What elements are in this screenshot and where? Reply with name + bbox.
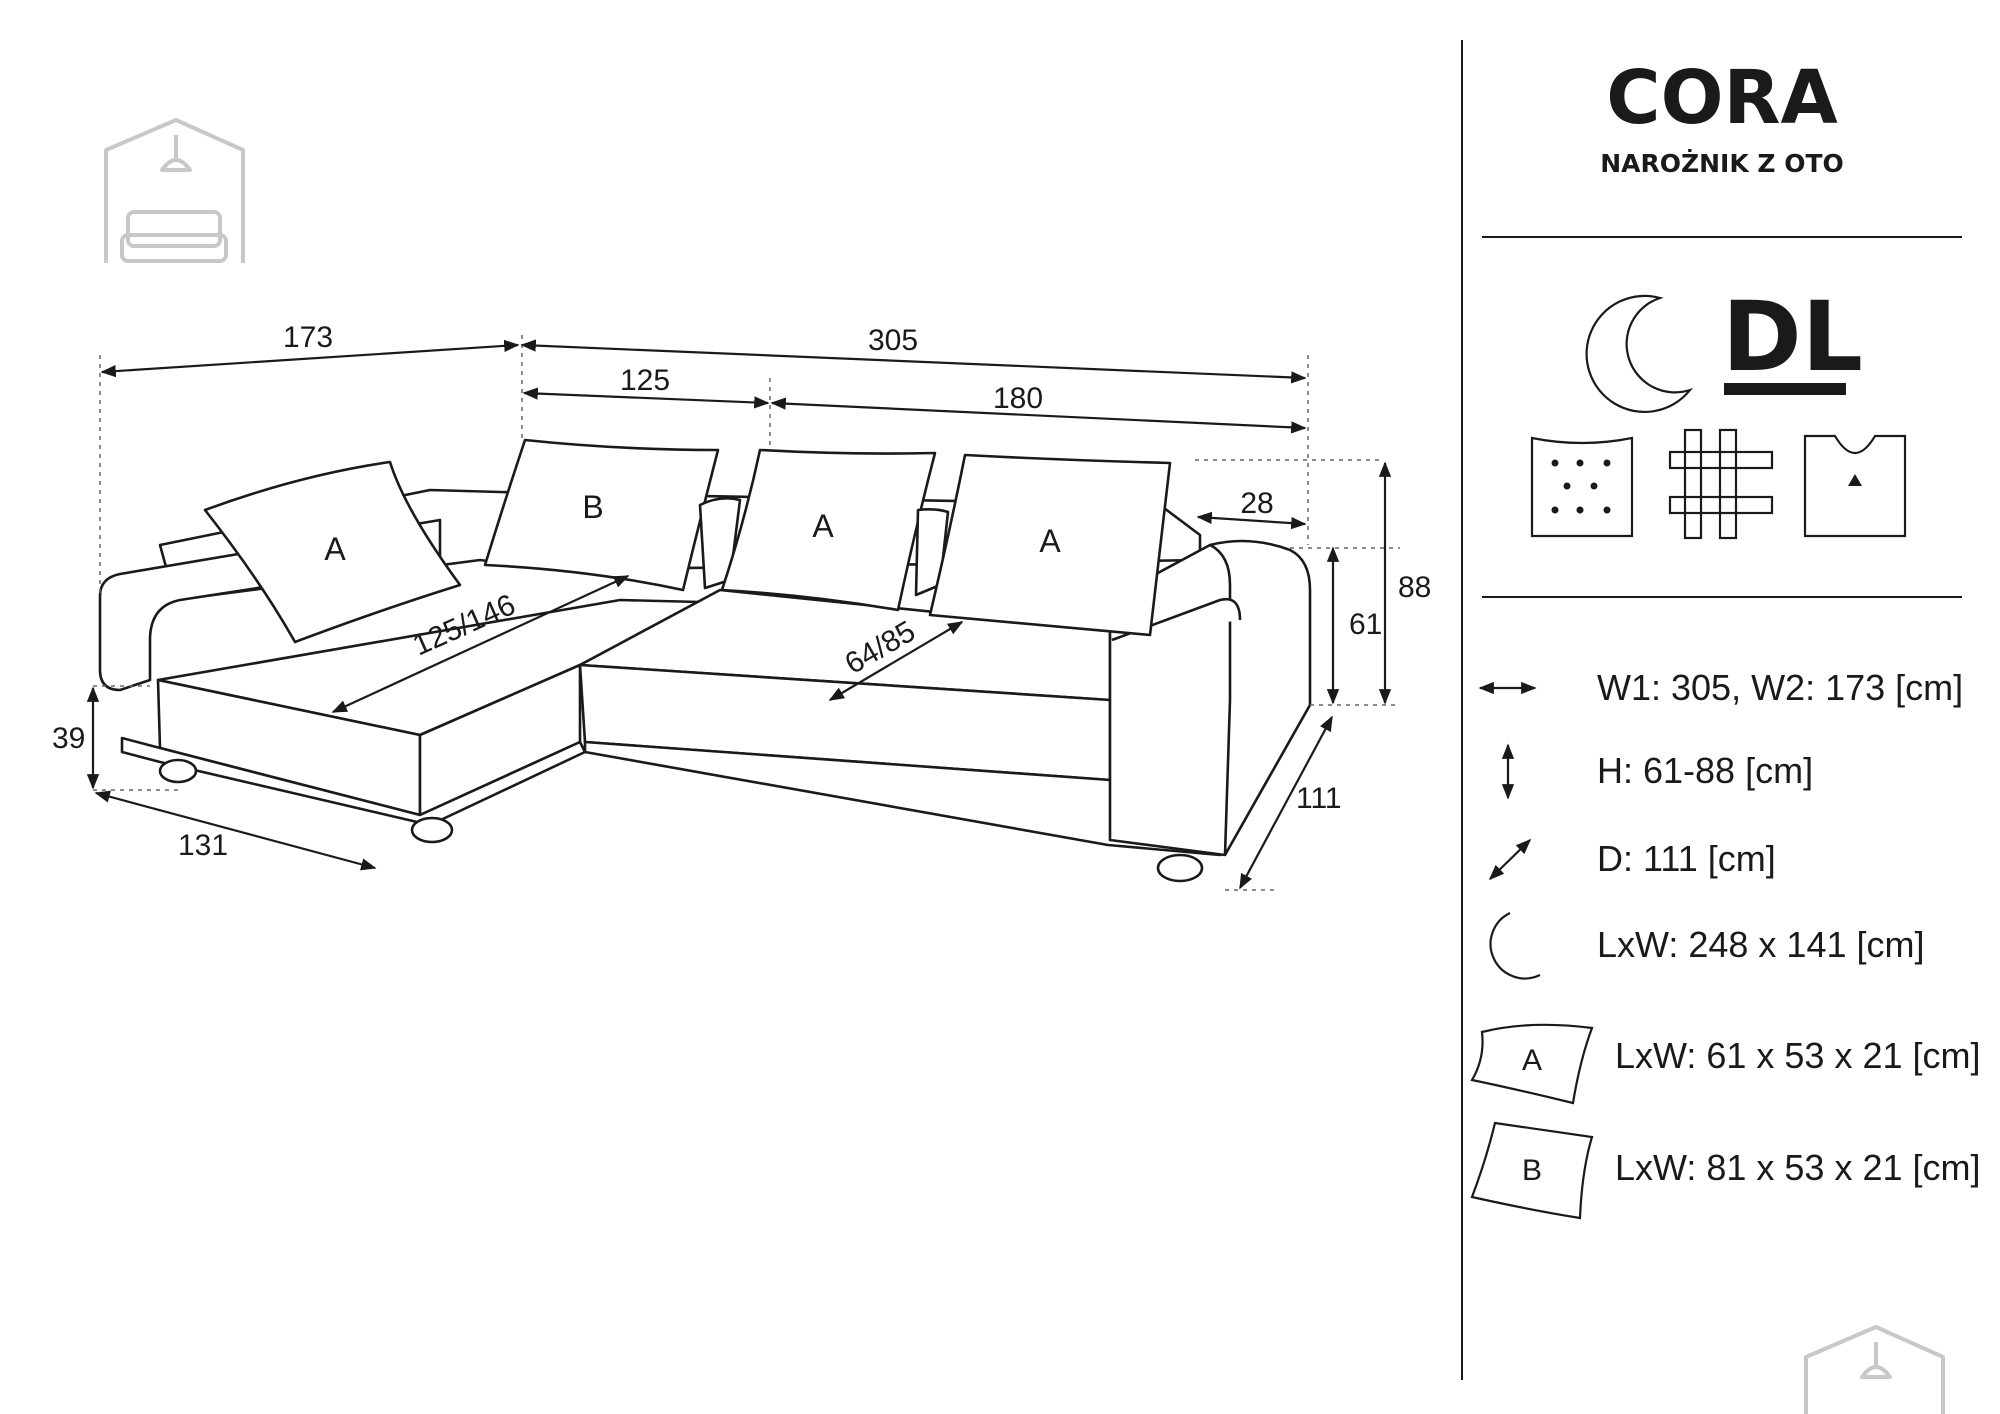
cushion-a-2-label: A (812, 508, 834, 544)
cushion-b (483, 438, 720, 592)
cushion-a-1-label: A (324, 531, 346, 567)
dim-seat-height-label: 61 (1349, 608, 1382, 641)
dim-chaise-width-label: 131 (178, 829, 228, 862)
house-sofa-logo (1804, 1325, 1945, 1414)
dim-leg-height-label: 39 (52, 722, 85, 755)
moon-icon (1489, 912, 1541, 980)
dim-w1-label: 305 (868, 324, 918, 357)
dim-total-height-label: 88 (1398, 571, 1431, 604)
spec-pillow-a: LxW: 61 x 53 x 21 [cm] (1615, 1035, 1980, 1076)
spec-depth: D: 111 [cm] (1597, 838, 1776, 879)
dimension-lines: 173 305 125 180 28 61 88 39 131 111 125/… (52, 321, 1431, 891)
product-subtitle: NAROŻNIK Z OTO (1600, 149, 1844, 178)
depth-arrow-icon (1488, 838, 1532, 881)
moon-icon (1585, 294, 1694, 413)
pillow-b-letter: B (1522, 1154, 1542, 1187)
fabric-icon (1803, 434, 1907, 538)
product-name: CORA (1606, 55, 1837, 141)
function-badge-underline (1724, 383, 1846, 395)
cushion-b-label: B (582, 489, 603, 525)
cushion-a-3-label: A (1039, 523, 1061, 559)
spec-width: W1: 305, W2: 173 [cm] (1597, 667, 1963, 708)
dim-seg-right-label: 180 (993, 382, 1043, 415)
pillow-icon: A (1470, 1023, 1594, 1105)
dim-w2-label: 173 (283, 321, 333, 354)
dim-seg-left-label: 125 (620, 364, 670, 397)
spec-pillow-b: LxW: 81 x 53 x 21 [cm] (1615, 1147, 1980, 1188)
weave-icon (1668, 428, 1774, 540)
pillow-icon: B (1470, 1121, 1594, 1220)
cushion-a-3 (928, 453, 1172, 637)
house-sofa-logo (104, 118, 245, 263)
dim-armrest-label: 28 (1240, 487, 1273, 520)
foam-icon (1530, 436, 1634, 538)
pillow-a-letter: A (1522, 1044, 1542, 1077)
spec-height: H: 61-88 [cm] (1597, 750, 1813, 791)
cushion-a-2 (720, 448, 937, 612)
spec-sleeping: LxW: 248 x 141 [cm] (1597, 924, 1924, 965)
function-badge: DL (1722, 281, 1863, 393)
dim-depth-label: 111 (1296, 782, 1342, 815)
